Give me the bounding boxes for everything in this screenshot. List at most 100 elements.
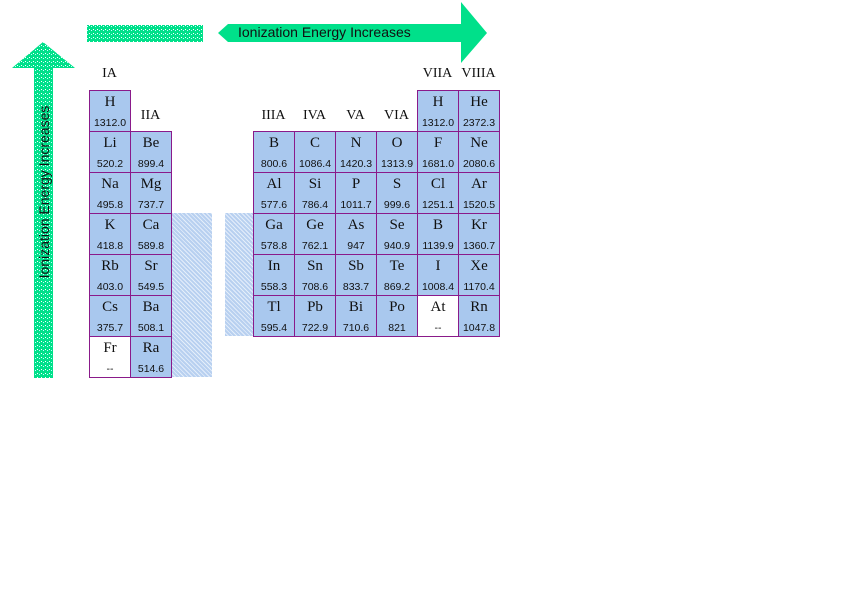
- element-symbol: H: [432, 94, 444, 110]
- element-cell: Se 940.9: [376, 213, 418, 255]
- group-label: IVA: [302, 108, 327, 123]
- ionization-energy: 1086.4: [298, 158, 332, 170]
- ionization-energy: 508.1: [137, 322, 165, 334]
- element-symbol: He: [470, 94, 488, 110]
- element-symbol: Ga: [265, 217, 283, 233]
- element-symbol: Cs: [102, 299, 118, 315]
- group-label: IA: [102, 66, 117, 81]
- element-symbol: Pb: [307, 299, 323, 315]
- ionization-energy: 514.6: [137, 363, 165, 375]
- ionization-energy: 578.8: [260, 240, 288, 252]
- element-symbol: P: [351, 176, 361, 192]
- group-label: VA: [346, 108, 365, 123]
- ionization-energy: 999.6: [383, 199, 411, 211]
- element-cell: Kr 1360.7: [458, 213, 500, 255]
- element-symbol: At: [430, 299, 446, 315]
- element-symbol: C: [309, 135, 320, 151]
- horizontal-arrow-tail: [87, 25, 203, 42]
- element-cell: H 1312.0: [417, 90, 459, 132]
- ionization-energy: 722.9: [301, 322, 329, 334]
- ionization-energy: --: [434, 322, 442, 334]
- ionization-energy: 1420.3: [339, 158, 373, 170]
- element-cell: C 1086.4: [294, 131, 336, 173]
- element-cell: F 1681.0: [417, 131, 459, 173]
- ionization-energy: 1312.0: [421, 117, 455, 129]
- element-symbol: Fr: [103, 340, 117, 356]
- element-symbol: Li: [103, 135, 117, 151]
- ionization-energy: 947: [347, 240, 365, 252]
- element-symbol: As: [347, 217, 365, 233]
- ionization-energy: 869.2: [383, 281, 411, 293]
- group-label: VIIA: [422, 66, 453, 81]
- element-symbol: Sr: [144, 258, 158, 274]
- ionization-energy: 495.8: [96, 199, 124, 211]
- ionization-energy: 708.6: [301, 281, 329, 293]
- element-cell: Pb 722.9: [294, 295, 336, 337]
- ionization-energy: 1681.0: [421, 158, 455, 170]
- element-symbol: B: [268, 135, 279, 151]
- ionization-energy: 1047.8: [462, 322, 496, 334]
- ionization-energy: 520.2: [96, 158, 124, 170]
- element-symbol: H: [104, 94, 116, 110]
- element-symbol: F: [433, 135, 443, 151]
- gap-left: [172, 213, 212, 377]
- ionization-energy: 549.5: [137, 281, 165, 293]
- element-symbol: Cl: [430, 176, 446, 192]
- arrows-layer: [12, 2, 487, 378]
- element-symbol: Na: [101, 176, 119, 192]
- element-cell: B 800.6: [253, 131, 295, 173]
- element-symbol: Kr: [471, 217, 487, 233]
- element-symbol: Se: [389, 217, 405, 233]
- element-cell: Cl 1251.1: [417, 172, 459, 214]
- ionization-energy: 589.8: [137, 240, 165, 252]
- element-symbol: Xe: [470, 258, 488, 274]
- horizontal-arrow-label: Ionization Energy Increases: [238, 24, 411, 40]
- ionization-energy: 1360.7: [462, 240, 496, 252]
- element-cell: Mg 737.7: [130, 172, 172, 214]
- gap-right: [225, 213, 253, 336]
- element-symbol: Sn: [307, 258, 323, 274]
- element-cell: Na 495.8: [89, 172, 131, 214]
- element-cell: At --: [417, 295, 459, 337]
- ionization-energy: 1008.4: [421, 281, 455, 293]
- ionization-energy: 2080.6: [462, 158, 496, 170]
- ionization-energy: 800.6: [260, 158, 288, 170]
- element-symbol: Rb: [101, 258, 119, 274]
- ionization-energy: 737.7: [137, 199, 165, 211]
- ionization-energy: 418.8: [96, 240, 124, 252]
- group-label: IIA: [140, 108, 161, 123]
- element-symbol: B: [432, 217, 443, 233]
- ionization-energy: 899.4: [137, 158, 165, 170]
- ionization-energy: 821: [388, 322, 406, 334]
- element-symbol: Te: [389, 258, 405, 274]
- element-symbol: Al: [266, 176, 282, 192]
- element-symbol: O: [391, 135, 403, 151]
- ionization-energy: 1312.0: [93, 117, 127, 129]
- element-symbol: Bi: [348, 299, 364, 315]
- ionization-energy: 710.6: [342, 322, 370, 334]
- ionization-energy: 1251.1: [421, 199, 455, 211]
- group-label: VIA: [384, 108, 409, 123]
- element-cell: As 947: [335, 213, 377, 255]
- element-cell: Te 869.2: [376, 254, 418, 296]
- ionization-energy: 558.3: [260, 281, 288, 293]
- ionization-energy: 762.1: [301, 240, 329, 252]
- ionization-energy: 833.7: [342, 281, 370, 293]
- element-symbol: Mg: [140, 176, 162, 192]
- ionization-energy: 940.9: [383, 240, 411, 252]
